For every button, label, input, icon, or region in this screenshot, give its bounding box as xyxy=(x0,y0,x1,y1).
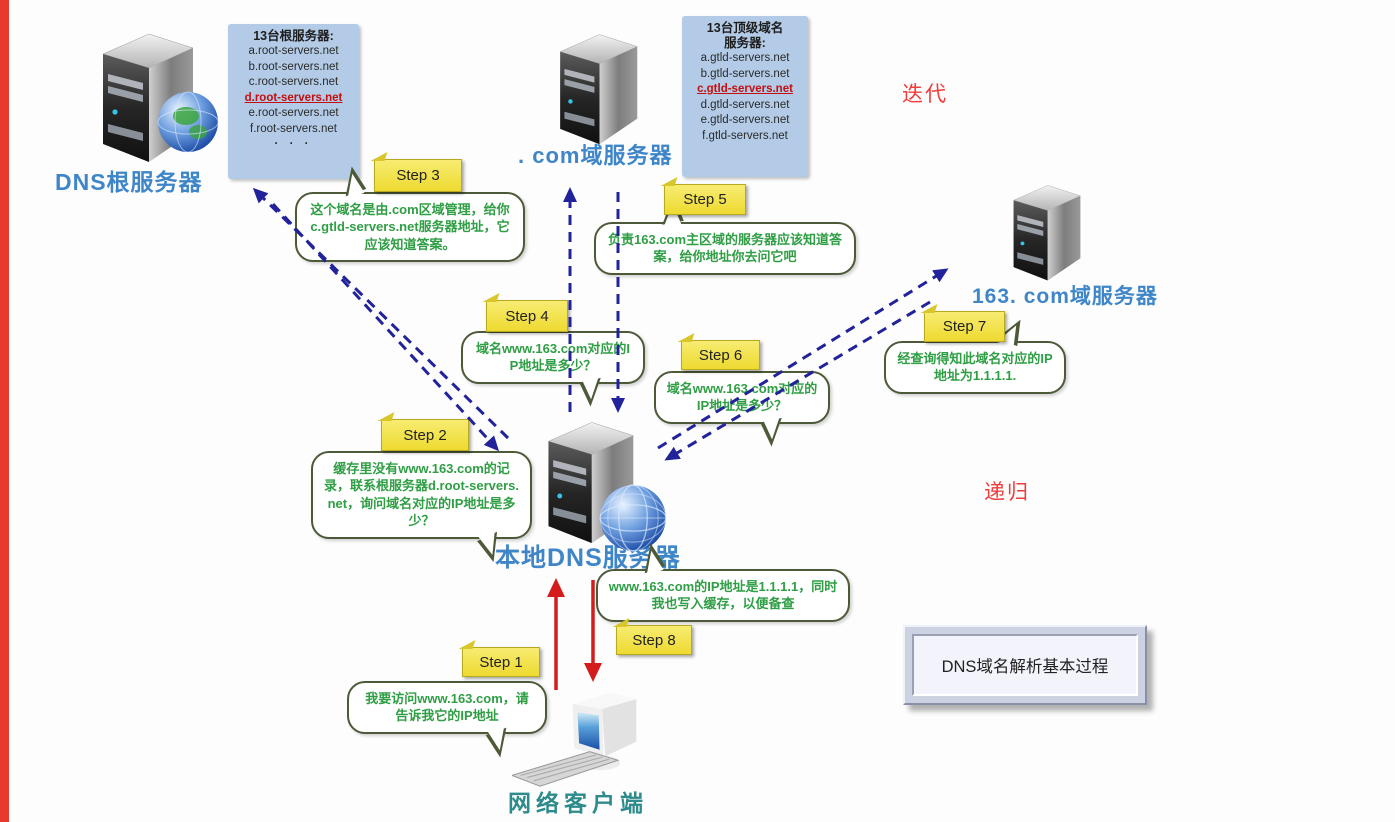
step2-note-label: Step 2 xyxy=(403,426,447,444)
step1-bubble: 我要访问www.163.com，请告诉我它的IP地址 xyxy=(347,681,547,734)
root-server-globe-icon xyxy=(157,91,219,153)
gtld-list-item: f.gtld-servers.net xyxy=(702,129,788,142)
step3-bubble: 这个域名是由.com区域管理，给你c.gtld-servers.net服务器地址… xyxy=(295,192,525,263)
left-red-bar xyxy=(0,0,9,822)
gtld-list-title-line2: 服务器: xyxy=(724,36,766,50)
gtld-list-title-line1: 13台顶级域名 xyxy=(706,21,784,35)
step7-bubble-text: 经查询得知此域名对应的IP地址为1.1.1.1. xyxy=(897,351,1053,384)
step4-bubble: 域名www.163.com对应的IP地址是多少？ xyxy=(461,331,645,384)
root-server-label: DNS根服务器 xyxy=(55,169,203,195)
step7-bubble: 经查询得知此域名对应的IP地址为1.1.1.1. xyxy=(884,341,1066,394)
recursion-annotation: 递归 xyxy=(984,481,1030,504)
local-dns-globe-icon xyxy=(599,484,667,552)
gtld-servers-list: 13台顶级域名 服务器: a.gtld-servers.net b.gtld-s… xyxy=(682,16,808,177)
client-keyboard-icon xyxy=(512,751,620,787)
step7-note-label: Step 7 xyxy=(942,318,987,335)
diagram-title: DNS域名解析基本过程 xyxy=(912,634,1138,696)
step3-note: Step 3 xyxy=(374,159,462,192)
step8-note: Step 8 xyxy=(616,625,692,655)
root-list-title: 13台根服务器: xyxy=(253,29,334,43)
step6-bubble-text: 域名www.163.com对应的IP地址是多少？ xyxy=(666,381,818,414)
step4-bubble-text: 域名www.163.com对应的IP地址是多少？ xyxy=(475,341,631,374)
root-list-item: a.root-servers.net xyxy=(248,45,339,57)
step6-note: Step 6 xyxy=(681,340,760,370)
root-list-item: b.root-servers.net xyxy=(248,60,339,73)
step1-note-label: Step 1 xyxy=(479,653,523,671)
gtld-list-item: b.gtld-servers.net xyxy=(700,67,790,80)
step8-bubble: www.163.com的IP地址是1.1.1.1，同时我也写入缓存，以便备查 xyxy=(596,569,850,622)
iteration-annotation: 迭代 xyxy=(902,83,948,106)
step5-bubble-text: 负责163.com主区域的服务器应该知道答案，给你地址你去问它吧 xyxy=(607,232,843,265)
step6-bubble-tail xyxy=(760,417,789,447)
root-list-ellipsis: · · · xyxy=(274,138,313,150)
diagram-title-box: DNS域名解析基本过程 xyxy=(903,625,1147,705)
step4-note: Step 4 xyxy=(486,300,568,332)
step7-note: Step 7 xyxy=(924,311,1005,342)
step3-note-label: Step 3 xyxy=(396,167,440,184)
s163-server-label: 163. com域服务器 xyxy=(972,285,1158,308)
step1-bubble-text: 我要访问www.163.com，请告诉我它的IP地址 xyxy=(365,691,529,724)
step4-bubble-tail xyxy=(579,377,608,407)
step6-bubble: 域名www.163.com对应的IP地址是多少？ xyxy=(654,371,830,424)
com-server-tower-icon xyxy=(559,34,638,145)
root-list-item: f.root-servers.net xyxy=(250,122,337,135)
step5-note: Step 5 xyxy=(664,184,746,215)
step5-note-label: Step 5 xyxy=(683,191,727,208)
step2-note: Step 2 xyxy=(381,419,469,451)
step1-note: Step 1 xyxy=(462,647,540,677)
step4-note-label: Step 4 xyxy=(505,307,549,325)
step5-bubble: 负责163.com主区域的服务器应该知道答案，给你地址你去问它吧 xyxy=(594,222,856,275)
step2-bubble-text: 缓存里没有www.163.com的记录，联系根服务器d.root-servers… xyxy=(323,461,520,529)
gtld-list-item: a.gtld-servers.net xyxy=(700,52,790,64)
s163-server-tower-icon xyxy=(1013,185,1081,281)
step3-bubble-text: 这个域名是由.com区域管理，给你c.gtld-servers.net服务器地址… xyxy=(310,202,510,252)
root-list-item-highlighted: d.root-servers.net xyxy=(244,91,343,104)
gtld-list-item: e.gtld-servers.net xyxy=(700,114,790,126)
root-list-item: e.root-servers.net xyxy=(248,107,339,119)
com-server-label: . com域服务器 xyxy=(518,143,673,168)
step6-note-label: Step 6 xyxy=(698,346,743,364)
step8-bubble-text: www.163.com的IP地址是1.1.1.1，同时我也写入缓存，以便备查 xyxy=(608,579,838,612)
root-servers-list: 13台根服务器: a.root-servers.net b.root-serve… xyxy=(228,24,359,179)
gtld-list-item: d.gtld-servers.net xyxy=(700,98,790,111)
root-list-item: c.root-servers.net xyxy=(248,76,339,88)
gtld-list-item-highlighted: c.gtld-servers.net xyxy=(697,83,793,95)
step2-bubble: 缓存里没有www.163.com的记录，联系根服务器d.root-servers… xyxy=(311,451,532,539)
client-label: 网络客户端 xyxy=(508,790,648,816)
step8-note-label: Step 8 xyxy=(632,631,676,649)
